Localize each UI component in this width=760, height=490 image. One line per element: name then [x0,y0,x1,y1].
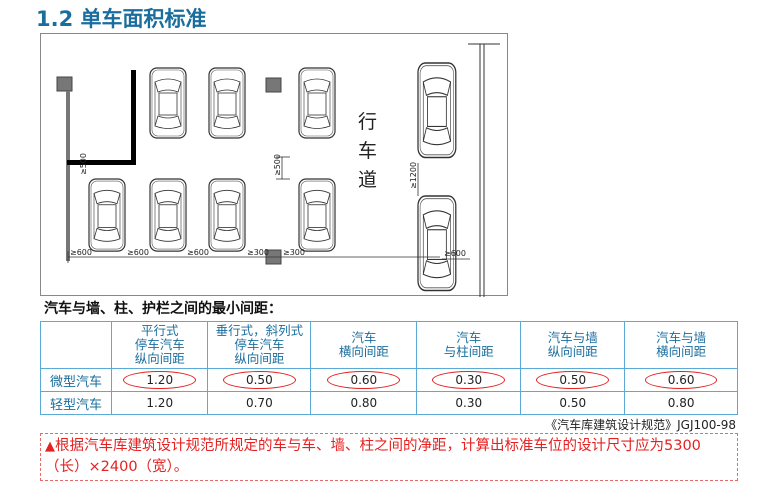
parking-diagram-svg: 行车道 ≥600 ≥600 ≥600 ≥300 ≥300 ≥500 ≥500 ≥1200 ≥60… [56,43,500,297]
column-header: 垂行式，斜列式 停车汽车 纵向间距 [207,321,312,369]
car-icon [88,178,126,252]
parking-layout-diagram: 行车道 ≥600 ≥600 ≥600 ≥300 ≥300 ≥500 ≥500 ≥1200 ≥60… [40,33,508,297]
highlighted-value: 0.60 [327,371,401,389]
cell-value: 0.30 [455,396,483,410]
car-icon [298,178,336,252]
warning-triangle-icon: ▲ [45,439,55,454]
citation: 《汽车库建筑设计规范》JGJ100-98 [545,418,736,432]
dimension-label: ≥600 [444,249,466,258]
highlighted-value: 0.50 [222,371,296,389]
conclusion-note: ▲根据汽车库建筑设计规范所规定的车与车、墙、柱之间的净距，计算出标准车位的设计尺… [40,433,738,481]
highlighted-value: 0.30 [432,371,506,389]
wall [66,91,70,261]
dimension-label: ≥600 [70,248,92,257]
column-header [39,321,113,369]
spacing-table: 平行式 停车汽车 纵向间距垂行式，斜列式 停车汽车 纵向间距汽车 横向间距汽车 … [39,321,738,415]
column-header: 汽车与墙 纵向间距 [520,321,626,369]
table-cell: 0.60 [624,368,738,392]
table-cell: 0.30 [416,368,522,392]
lane-label-char: 行 [358,111,377,133]
car-icon [208,67,246,139]
lane-label-char: 车 [358,140,377,162]
dimension-label: ≥300 [247,248,269,257]
table-cell: 0.50 [207,368,312,392]
table-row: 微型汽车 1.20 0.50 0.60 0.30 0.50 0.60 [39,368,738,392]
table-cell: 0.70 [207,391,312,415]
cell-value: 0.70 [245,396,273,410]
table-row: 轻型汽车 1.20 0.70 0.80 0.30 0.50 0.80 [39,391,738,415]
row-label: 轻型汽车 [39,391,113,415]
page-title: 1.2 单车面积标准 [36,7,207,31]
highlighted-value: 0.50 [536,371,610,389]
pillar [265,77,282,93]
row-label: 微型汽车 [39,368,113,392]
note-text: 根据汽车库建筑设计规范所规定的车与车、墙、柱之间的净距，计算出标准车位的设计尺寸… [45,438,701,475]
car-icon [149,178,187,252]
lane-label-char: 道 [358,169,377,191]
table-cell: 1.20 [111,391,209,415]
table-cell: 1.20 [111,368,209,392]
table-cell: 0.50 [520,368,626,392]
cell-value: 1.20 [146,396,174,410]
pillar [56,76,73,92]
column-header: 汽车与墙 横向间距 [624,321,738,369]
car-icon [298,67,336,139]
highlighted-value: 1.20 [123,371,197,389]
cell-value: 0.80 [350,396,378,410]
dimension-label: ≥1200 [409,162,418,189]
column-header: 平行式 停车汽车 纵向间距 [111,321,209,369]
column-header: 汽车 横向间距 [310,321,418,369]
car-icon [149,67,187,139]
column-header: 汽车 与柱间距 [416,321,522,369]
car-icon [417,195,457,292]
guardrail [131,70,136,164]
car-icon [417,62,457,159]
cell-value: 0.80 [667,396,695,410]
car-icon [208,178,246,252]
table-cell: 0.80 [310,391,418,415]
table-header-row: 平行式 停车汽车 纵向间距垂行式，斜列式 停车汽车 纵向间距汽车 横向间距汽车 … [39,321,738,369]
table-cell: 0.60 [310,368,418,392]
dimension-label: ≥600 [127,248,149,257]
dimension-label: ≥300 [283,248,305,257]
section-subheading: 汽车与墙、柱、护栏之间的最小间距： [44,301,282,317]
dimension-label: ≥600 [187,248,209,257]
table-cell: 0.50 [520,391,626,415]
dimension-label: ≥500 [273,154,282,176]
highlighted-value: 0.60 [644,371,718,389]
dimension-label: ≥500 [79,153,88,175]
guardrail [67,160,136,165]
table-cell: 0.80 [624,391,738,415]
table-cell: 0.30 [416,391,522,415]
cell-value: 0.50 [559,396,587,410]
